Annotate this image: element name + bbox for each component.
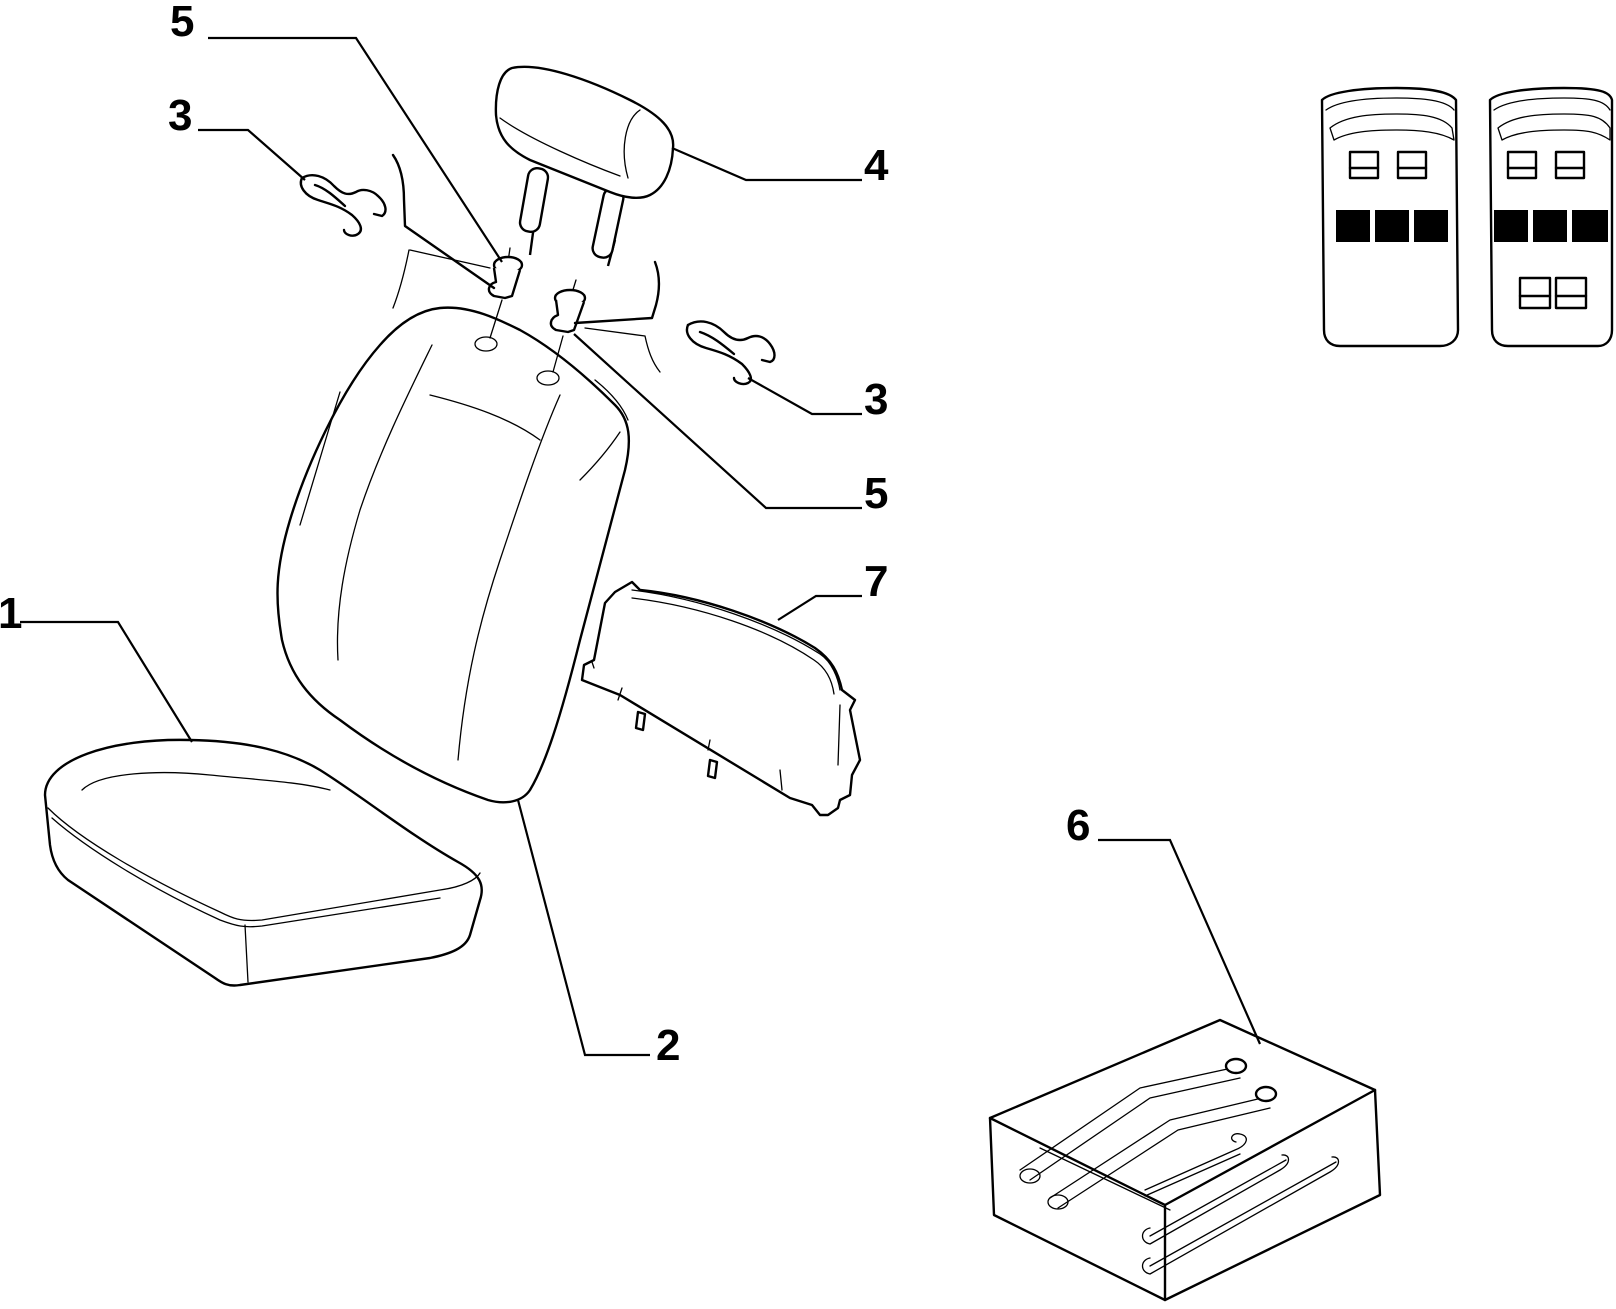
- callout-5-upper: 5: [170, 0, 194, 46]
- callout-7: 7: [864, 557, 888, 606]
- callout-4: 4: [864, 141, 889, 190]
- back-panel-part: [580, 580, 862, 817]
- seat-cushion-part: [43, 738, 483, 987]
- backrest-part: [276, 306, 631, 804]
- callout-3-lower: 3: [864, 375, 888, 424]
- seat-heater-kit-part: [988, 1018, 1382, 1302]
- callout-3-upper: 3: [168, 91, 192, 140]
- seat-config-icon-two-row: [1320, 86, 1460, 348]
- wire-clip-lower-part: [685, 320, 776, 386]
- headrest-guide-left-part: [474, 247, 524, 352]
- callout-5-lower: 5: [864, 469, 888, 518]
- callout-2: 2: [656, 1021, 680, 1070]
- callout-1: 1: [0, 589, 22, 638]
- seat-config-icon-three-row: [1488, 86, 1614, 348]
- leader-lines: [20, 36, 1262, 1057]
- wire-clip-upper-part: [299, 174, 387, 237]
- callout-6: 6: [1066, 801, 1090, 850]
- frame-bracket-lines: [391, 153, 661, 373]
- headrest-part: [494, 65, 675, 267]
